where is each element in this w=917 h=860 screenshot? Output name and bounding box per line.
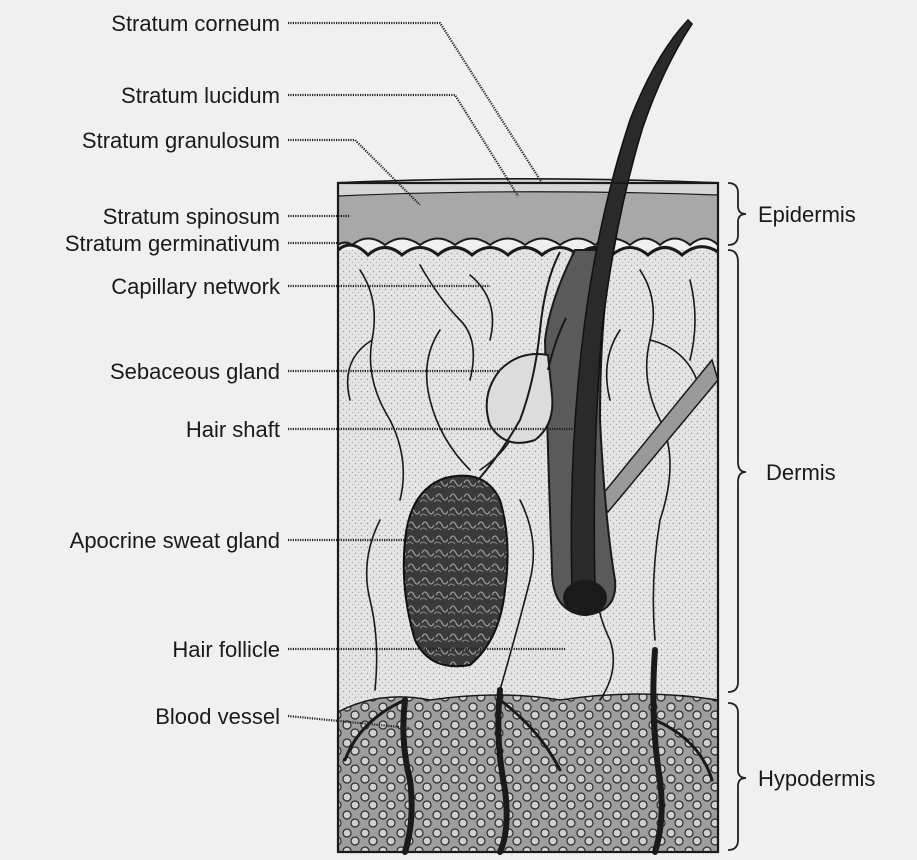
label-stratum-germinativum: Stratum germinativum bbox=[65, 231, 280, 256]
label-blood-vessel: Blood vessel bbox=[155, 704, 280, 729]
apocrine-sweat-gland-shape bbox=[404, 476, 508, 667]
hair-bulb bbox=[563, 580, 607, 616]
region-braces bbox=[728, 183, 746, 850]
structure-labels: Stratum corneum Stratum lucidum Stratum … bbox=[65, 11, 281, 729]
label-stratum-corneum: Stratum corneum bbox=[111, 11, 280, 36]
brace-epidermis bbox=[728, 183, 746, 245]
label-apocrine-sweat-gland: Apocrine sweat gland bbox=[70, 528, 280, 553]
region-labels: Epidermis Dermis Hypodermis bbox=[758, 202, 875, 791]
label-hair-shaft: Hair shaft bbox=[186, 417, 280, 442]
label-hair-follicle: Hair follicle bbox=[172, 637, 280, 662]
brace-hypodermis bbox=[728, 703, 746, 850]
dermis-region bbox=[338, 250, 718, 710]
label-hypodermis: Hypodermis bbox=[758, 766, 875, 791]
label-epidermis: Epidermis bbox=[758, 202, 856, 227]
label-capillary-network: Capillary network bbox=[111, 274, 281, 299]
label-dermis: Dermis bbox=[766, 460, 836, 485]
label-stratum-lucidum: Stratum lucidum bbox=[121, 83, 280, 108]
leader-stratum-corneum bbox=[288, 23, 542, 183]
label-sebaceous-gland: Sebaceous gland bbox=[110, 359, 280, 384]
label-stratum-granulosum: Stratum granulosum bbox=[82, 128, 280, 153]
brace-dermis bbox=[728, 250, 746, 692]
label-stratum-spinosum: Stratum spinosum bbox=[103, 204, 280, 229]
